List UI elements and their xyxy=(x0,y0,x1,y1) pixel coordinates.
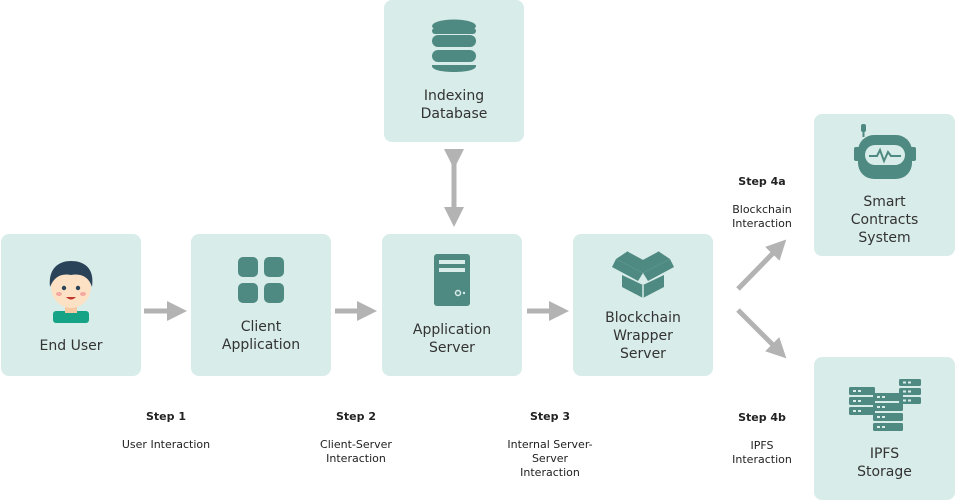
step4a-caption: Step 4a Blockchain Interaction xyxy=(712,161,812,231)
step4a-title: Step 4a xyxy=(738,175,786,188)
client-application-label: Client Application xyxy=(221,319,301,353)
arrow-wrapper-to-ipfs xyxy=(736,308,787,359)
node-blockchain-wrapper-server: Blockchain Wrapper Server xyxy=(573,234,713,376)
step1-caption: Step 1 User Interaction xyxy=(106,396,226,452)
database-icon xyxy=(432,19,476,72)
step1-title: Step 1 xyxy=(146,410,186,423)
ipfs-storage-label: IPFS Storage xyxy=(857,445,912,480)
step2-caption: Step 2 Client-Server Interaction xyxy=(296,396,416,466)
step1-desc: User Interaction xyxy=(121,438,211,451)
arrow-wrapper-to-smart-contracts xyxy=(736,239,787,291)
step4a-desc: Blockchain Interaction xyxy=(732,203,792,230)
grid-apps-icon xyxy=(238,257,284,303)
step4b-desc: IPFS Interaction xyxy=(732,439,792,466)
indexing-database-label: Indexing Database xyxy=(420,88,488,122)
open-box-icon xyxy=(612,250,674,298)
node-smart-contracts-system: Smart Contracts System xyxy=(814,114,955,256)
server-tower-icon xyxy=(434,254,470,306)
node-end-user: End User xyxy=(1,234,141,376)
robot-head-icon xyxy=(853,124,916,179)
node-application-server: Application Server xyxy=(382,234,522,376)
node-indexing-database: Indexing Database xyxy=(384,0,524,142)
step4b-title: Step 4b xyxy=(738,411,786,424)
node-client-application: Client Application xyxy=(191,234,331,376)
server-rack-icon xyxy=(848,378,921,431)
node-ipfs-storage: IPFS Storage xyxy=(814,357,955,500)
step3-desc: Internal Server- Server Interaction xyxy=(507,438,593,479)
user-avatar-icon xyxy=(49,261,93,323)
application-server-label: Application Server xyxy=(412,322,492,356)
step2-desc: Client-Server Interaction xyxy=(320,438,392,465)
blockchain-wrapper-label: Blockchain Wrapper Server xyxy=(605,310,681,362)
step3-title: Step 3 xyxy=(530,410,570,423)
step2-title: Step 2 xyxy=(336,410,376,423)
smart-contracts-label: Smart Contracts System xyxy=(850,194,919,246)
end-user-label: End User xyxy=(39,338,103,354)
step4b-caption: Step 4b IPFS Interaction xyxy=(712,397,812,467)
step3-caption: Step 3 Internal Server- Server Interacti… xyxy=(490,396,610,480)
